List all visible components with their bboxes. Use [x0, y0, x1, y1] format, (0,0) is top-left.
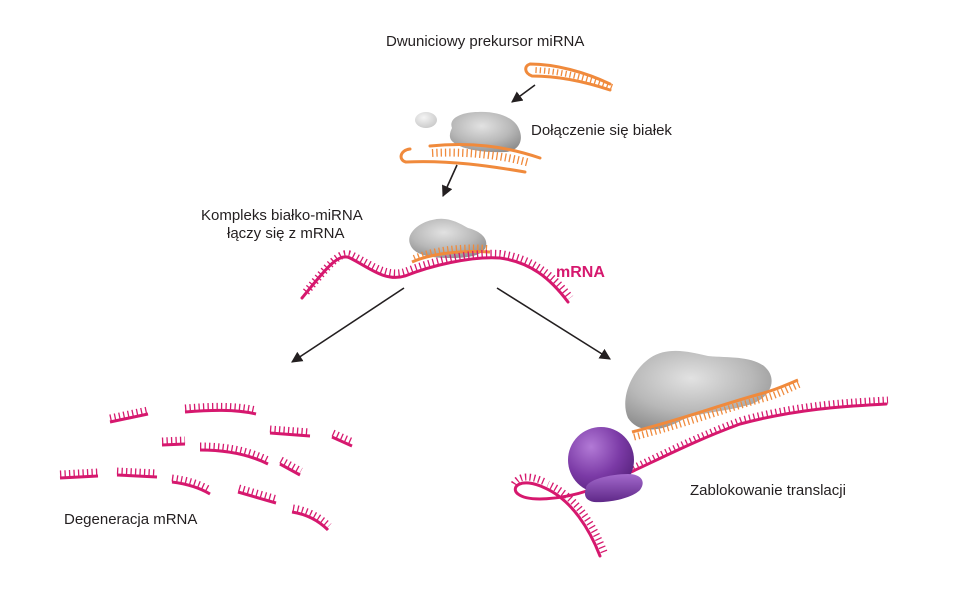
arrow-binding-to-complex	[442, 164, 458, 198]
fragment	[161, 436, 186, 447]
arrows	[291, 84, 611, 363]
label-mrna: mRNA	[556, 264, 605, 281]
translation-block	[511, 350, 889, 558]
label-blocked-translation: Zablokowanie translacji	[690, 482, 846, 499]
arrow-to-degradation	[291, 287, 405, 363]
mrna-fragments	[59, 402, 355, 532]
fragment	[59, 468, 99, 480]
bound-mirna-right	[631, 378, 799, 434]
fragment	[331, 429, 355, 448]
arrow-precursor-to-binding	[511, 84, 536, 103]
precursor-ticks	[533, 67, 614, 90]
label-complex-line1: Kompleks białko-miRNA	[201, 207, 363, 224]
mirna-duplex-upper	[428, 143, 542, 160]
mrna-ticks	[302, 249, 574, 301]
fragment	[116, 467, 158, 479]
mirna-precursor	[524, 62, 614, 92]
mrna-ticks-right	[546, 396, 889, 554]
fragment	[184, 402, 257, 416]
arrow-to-blocked	[496, 287, 611, 360]
label-complex-line2: łączy się z mRNA	[227, 225, 345, 242]
fragment	[291, 504, 332, 532]
mrna-strand	[300, 255, 570, 304]
mrna-strand-right	[513, 402, 888, 558]
fragment	[109, 406, 149, 424]
protein-binding-group	[399, 111, 542, 174]
mirna-duplex-lower	[399, 147, 527, 174]
complex-on-mrna	[300, 218, 574, 304]
fragment	[237, 484, 278, 505]
fragment	[171, 474, 212, 496]
label-degradation: Degeneracja mRNA	[64, 511, 198, 528]
large-protein	[625, 350, 772, 430]
fragment	[279, 456, 303, 477]
protein-blob	[449, 111, 521, 153]
duplex-ticks	[431, 148, 532, 167]
complex-protein	[409, 218, 487, 258]
ribosome-small-subunit	[584, 474, 643, 503]
bound-mirna-ticks	[412, 244, 489, 261]
fragment	[199, 442, 270, 466]
precursor-strand	[524, 62, 612, 92]
small-protein	[415, 112, 437, 128]
label-protein-binding: Dołączenie się białek	[531, 122, 672, 139]
fragment	[269, 425, 311, 438]
label-precursor: Dwuniciowy prekursor miRNA	[386, 33, 585, 50]
